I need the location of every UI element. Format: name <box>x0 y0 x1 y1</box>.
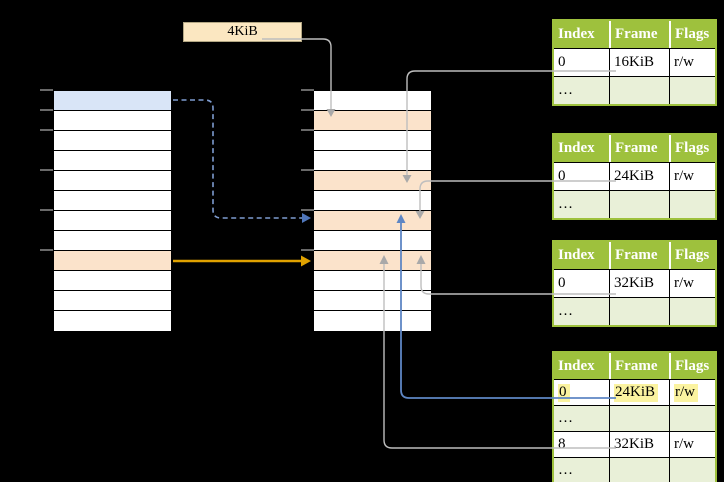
memory-cell-white <box>314 231 431 251</box>
table-cell: … <box>558 410 573 426</box>
table-cell <box>609 406 669 431</box>
column-header-index: Index <box>558 357 595 374</box>
memory-cell-white <box>314 191 431 211</box>
table-row: … <box>554 457 715 482</box>
memory-cell-blue <box>54 91 171 111</box>
column-header-index: Index <box>558 140 595 156</box>
table-cell <box>669 458 715 482</box>
table-cell: … <box>558 196 573 212</box>
table-cell: … <box>558 462 573 478</box>
column-header-flags: Flags <box>669 242 715 269</box>
table-cell: r/w <box>669 270 715 297</box>
memory-cell-orange <box>314 111 431 131</box>
memory-cell-white <box>54 231 171 251</box>
table-cell: 16KiB <box>609 49 669 76</box>
memory-cell-white <box>314 151 431 171</box>
table-cell <box>609 77 669 104</box>
table-row: … <box>554 76 715 104</box>
column-header-frame: Frame <box>609 353 669 379</box>
table-cell: 0 <box>554 380 609 405</box>
virtual-memory-stack <box>53 90 172 331</box>
table-cell: … <box>558 303 573 319</box>
table-cell: r/w <box>669 380 715 405</box>
physical-memory-stack <box>313 90 432 331</box>
memory-cell-white <box>314 131 431 151</box>
column-header-flags: Flags <box>669 353 715 379</box>
column-header-index: Index <box>558 247 595 263</box>
table-cell: 24KiB <box>609 380 669 405</box>
memory-cell-white <box>314 91 431 111</box>
column-header-flags: Flags <box>669 21 715 48</box>
highlighted-value: r/w <box>674 383 698 402</box>
memory-cell-orange <box>314 251 431 271</box>
frame-size-label-box: 4KiB <box>183 22 302 42</box>
memory-cell-white <box>54 291 171 311</box>
table-cell <box>669 298 715 325</box>
memory-cell-white <box>54 151 171 171</box>
arrow-blue-dashed-virtual-to-physical-head <box>302 213 311 223</box>
highlighted-value: 24KiB <box>614 383 659 402</box>
memory-cell-white <box>54 211 171 231</box>
table-row: 0 24KiB r/w <box>554 379 715 405</box>
column-header-frame: Frame <box>609 135 669 162</box>
memory-cell-orange <box>54 251 171 271</box>
frame-size-label: 4KiB <box>227 24 258 39</box>
table-cell: 0 <box>558 275 566 291</box>
table-cell: … <box>558 82 573 98</box>
table-row: … <box>554 297 715 325</box>
memory-cell-white <box>54 131 171 151</box>
column-header-frame: Frame <box>609 21 669 48</box>
table-cell: r/w <box>669 163 715 190</box>
table-cell <box>669 191 715 218</box>
memory-cell-white <box>54 111 171 131</box>
arrow-blue-dashed-virtual-to-physical <box>173 99 302 219</box>
table-cell <box>609 458 669 482</box>
memory-cell-white <box>54 271 171 291</box>
table-cell: r/w <box>669 49 715 76</box>
table-cell <box>609 298 669 325</box>
column-header-flags: Flags <box>669 135 715 162</box>
highlighted-value: 0 <box>558 383 570 402</box>
table-cell: 0 <box>558 168 566 184</box>
table-cell <box>609 191 669 218</box>
table-cell: 32KiB <box>609 270 669 297</box>
memory-cell-white <box>314 311 431 331</box>
table-cell: 32KiB <box>609 432 669 457</box>
memory-cell-white <box>314 291 431 311</box>
table-cell: 24KiB <box>609 163 669 190</box>
arrow-orange-virtual-to-physical-head <box>301 255 311 267</box>
table-cell: 0 <box>558 54 566 70</box>
table-row: … <box>554 190 715 218</box>
column-header-frame: Frame <box>609 242 669 269</box>
table-cell <box>669 406 715 431</box>
memory-cell-orange <box>314 171 431 191</box>
memory-cell-white <box>54 311 171 331</box>
table-cell: r/w <box>669 432 715 457</box>
table-row: … <box>554 405 715 431</box>
memory-cell-white <box>314 271 431 291</box>
table-cell: 8 <box>558 436 566 452</box>
column-header-index: Index <box>558 26 595 42</box>
memory-cell-white <box>54 191 171 211</box>
memory-cell-orange <box>314 211 431 231</box>
table-cell <box>669 77 715 104</box>
memory-cell-white <box>54 171 171 191</box>
